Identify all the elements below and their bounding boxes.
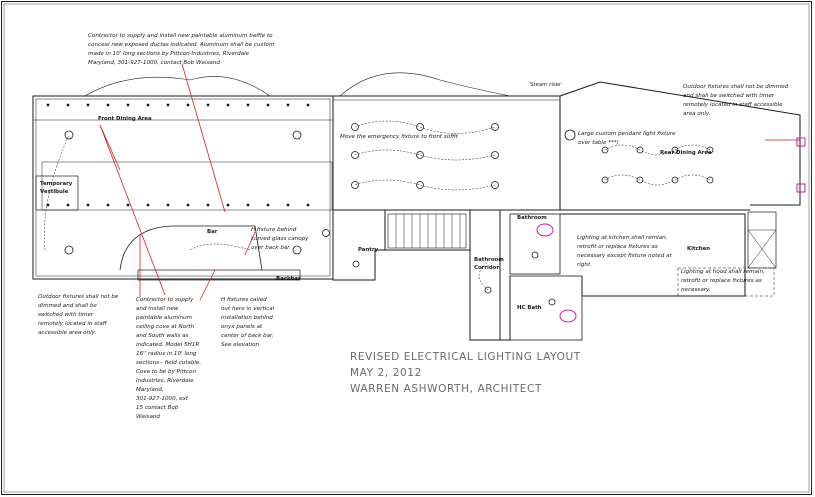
plumbing-fixture-icons [536, 137, 806, 323]
room-label-bathroom-corridor-1: Bathroom [474, 257, 504, 263]
room-label-temporary-vestibule-1: Temporary [40, 181, 73, 187]
note-outdoor-fixtures-left: Outdoor fixtures shall not be dimmed and… [38, 294, 119, 336]
room-label-bathroom: Bathroom [517, 215, 547, 221]
note-pendant-fixture: Large custom pendant light fixture over … [578, 131, 676, 146]
hood-outline [677, 267, 775, 297]
switch-circuit-arcs [44, 120, 711, 291]
room-label-steam-riser: Steam riser [530, 82, 562, 88]
title-block-line-3: WARREN ASHWORTH, ARCHITECT [350, 383, 542, 395]
walls [32, 72, 801, 341]
note-outdoor-fixtures-right: Outdoor fixtures shall not be dimmed and… [683, 84, 789, 117]
sheet-inner-border [3, 3, 810, 493]
note-h-fixtures: H fixtures called out here in vertical i… [221, 297, 275, 348]
room-label-bar: Bar [207, 229, 218, 235]
title-block-line-2: MAY 2, 2012 [350, 367, 422, 379]
room-label-kitchen: Kitchen [687, 246, 711, 252]
note-hood-lighting: Lighting at hood shall remain, retrofit … [681, 269, 765, 293]
room-label-backbar: Backbar [276, 276, 301, 282]
linear-fixture-dots [46, 103, 310, 207]
recessed-light-icons [64, 123, 714, 306]
room-label-bathroom-corridor-2: Corridor [474, 265, 500, 271]
room-label-hc-bath: HC Bath [517, 305, 542, 311]
note-canopy-fixture: H fixture behind curved glass canopy ove… [251, 227, 309, 251]
stair-treads [395, 214, 461, 248]
room-label-pantry: Pantry [358, 247, 379, 253]
note-emergency-fixture: Move the emergency fixture to front soff… [340, 134, 458, 140]
note-ceiling-cove: Contractor to supply and install new pai… [136, 297, 202, 420]
leader-lines [99, 63, 800, 301]
room-label-temporary-vestibule-2: Vestibule [40, 189, 69, 195]
room-label-front-dining: Front Dining Area [98, 116, 152, 122]
room-label-rear-dining: Rear Dining Area [660, 150, 712, 156]
note-kitchen-lighting: Lighting at kitchen shall remian, retrof… [577, 235, 672, 268]
title-block-line-1: REVISED ELECTRICAL LIGHTING LAYOUT [350, 351, 581, 363]
note-aluminum-baffle: Contractor to supply and install new pai… [88, 33, 275, 66]
